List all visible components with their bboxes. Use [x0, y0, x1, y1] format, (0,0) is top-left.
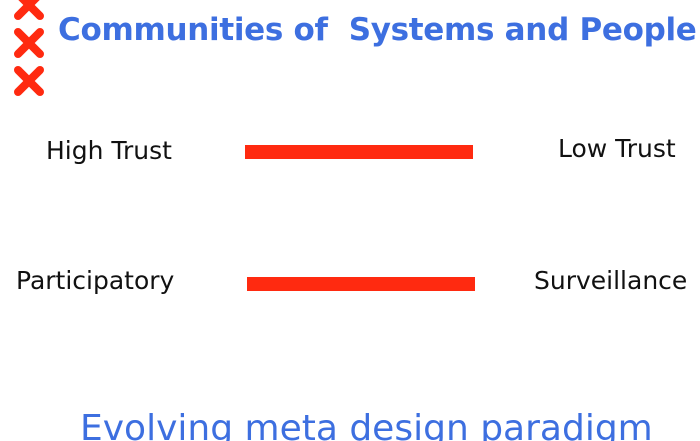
slide-title: Communities of Systems and People [58, 12, 697, 48]
row-right-label: Low Trust [558, 134, 676, 163]
spectrum-bar [245, 145, 473, 159]
row-right-label: Surveillance [534, 266, 688, 295]
x-mark-column [12, 0, 48, 102]
slide-footer: Evolving meta design paradigm [80, 408, 653, 441]
row-left-label: High Trust [46, 136, 172, 165]
spectrum-bar [247, 277, 475, 291]
x-mark-icon [12, 64, 46, 98]
x-mark-icon [12, 0, 46, 22]
row-left-label: Participatory [16, 266, 175, 295]
x-mark-icon [12, 26, 46, 60]
